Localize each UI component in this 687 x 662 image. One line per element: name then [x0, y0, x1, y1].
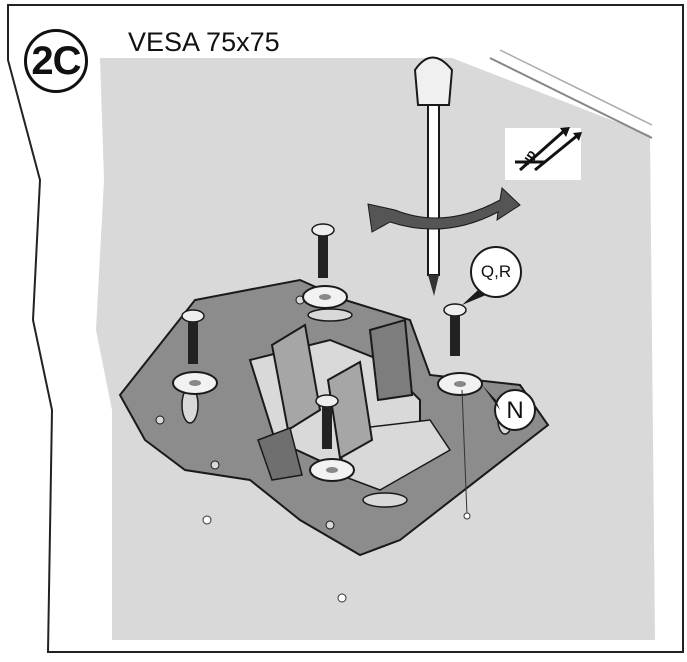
up-orientation-icon — [505, 127, 582, 180]
panel-edge-line — [489, 57, 653, 139]
screw — [181, 309, 205, 364]
callout-n-bubble — [482, 385, 536, 431]
washer — [302, 285, 348, 309]
mounting-bracket — [118, 278, 550, 557]
washer — [172, 371, 218, 395]
callout-qr-bubble — [462, 246, 522, 305]
panel-edge-line — [499, 49, 653, 126]
screw — [315, 394, 339, 449]
rotate-arrow-icon — [367, 186, 521, 233]
step-title: VESA 75x75 — [128, 27, 280, 57]
screwdriver-icon — [413, 56, 454, 296]
alignment-guide-line — [461, 389, 468, 516]
washer — [309, 458, 355, 482]
step-badge: 2C — [24, 29, 88, 93]
screw-qr — [443, 303, 467, 356]
callout-qr-label: Q,R — [480, 262, 512, 281]
screw — [311, 223, 335, 278]
washer-n — [437, 372, 483, 396]
callout-n-label: N — [506, 397, 524, 424]
